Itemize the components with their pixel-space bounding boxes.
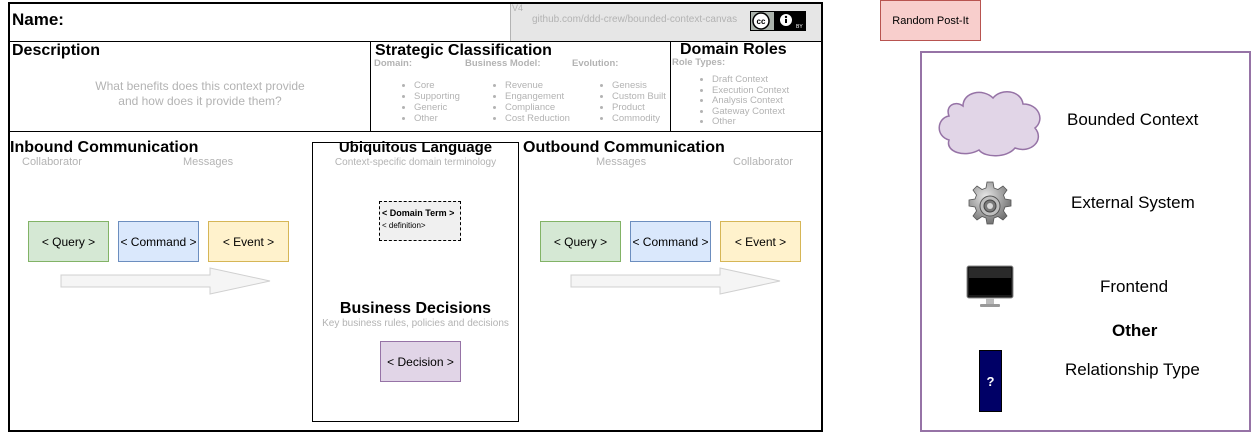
decisions-subtitle: Key business rules, policies and decisio… — [322, 318, 509, 329]
language-title: Ubiquitous Language — [338, 139, 493, 156]
inbound-query-card[interactable]: < Query > — [28, 221, 109, 262]
list-item: Genesis — [612, 80, 666, 91]
random-postit[interactable]: Random Post-It — [880, 0, 981, 41]
divider — [8, 41, 823, 42]
outbound-title: Outbound Communication — [523, 139, 725, 156]
divider — [8, 131, 823, 132]
list-item: Generic — [414, 102, 460, 113]
svg-text:BY: BY — [796, 24, 803, 30]
inbound-title: Inbound Communication — [10, 139, 199, 156]
description-prompt[interactable]: What benefits does this context provide … — [40, 79, 360, 109]
relationship-type-icon[interactable]: ? — [979, 350, 1002, 412]
strategic-title: Strategic Classification — [375, 42, 552, 59]
inbound-event-card[interactable]: < Event > — [208, 221, 289, 262]
list-item: Compliance — [505, 102, 570, 113]
outbound-arrow — [570, 266, 782, 296]
version-label: V4 — [512, 3, 524, 13]
outbound-collaborator-label: Collaborator — [733, 156, 793, 168]
list-item: Core — [414, 80, 460, 91]
business-model-label: Business Model: — [465, 58, 541, 69]
roles-list: Draft Context Execution Context Analysis… — [700, 74, 789, 128]
frontend-label: Frontend — [1100, 277, 1169, 296]
cloud-icon[interactable] — [935, 86, 1047, 158]
outbound-event-card[interactable]: < Event > — [720, 221, 801, 262]
list-item: Revenue — [505, 80, 570, 91]
domain-term: < Domain Term > — [382, 208, 455, 218]
external-system-label: External System — [1071, 193, 1195, 212]
domain-term-card[interactable]: < Domain Term > < definition> — [379, 201, 461, 241]
outbound-command-card[interactable]: < Command > — [630, 221, 711, 262]
list-item: Execution Context — [712, 85, 789, 97]
list-item: Commodity — [612, 113, 666, 124]
language-decisions-panel — [312, 142, 519, 422]
name-label: Name: — [12, 10, 64, 29]
list-item: Draft Context — [712, 74, 789, 86]
decision-card[interactable]: < Decision > — [380, 341, 461, 382]
relationship-type-label: Relationship Type — [1065, 360, 1200, 379]
domain-term-definition: < definition> — [382, 221, 426, 230]
github-link[interactable]: github.com/ddd-crew/bounded-context-canv… — [532, 14, 738, 25]
list-item: Custom Built — [612, 91, 666, 102]
inbound-messages-label: Messages — [183, 156, 234, 168]
outbound-query-card[interactable]: < Query > — [540, 221, 621, 262]
decisions-title: Business Decisions — [339, 300, 492, 317]
description-title: Description — [12, 42, 101, 59]
description-prompt-line2: and how does it provide them? — [118, 94, 282, 108]
list-item: Other — [414, 113, 460, 124]
inbound-collaborator-label: Collaborator — [22, 156, 82, 168]
other-heading: Other — [1112, 321, 1158, 340]
list-item: Product — [612, 102, 666, 113]
business-model-list: Revenue Engangement Compliance Cost Redu… — [493, 80, 570, 124]
divider — [670, 41, 671, 131]
inbound-arrow — [60, 266, 272, 296]
list-item: Analysis Context — [712, 96, 789, 107]
role-types-label: Role Types: — [672, 57, 726, 68]
divider — [370, 41, 371, 131]
monitor-icon[interactable] — [966, 265, 1014, 309]
language-subtitle: Context-specific domain terminology — [334, 157, 497, 168]
outbound-messages-label: Messages — [596, 156, 647, 168]
list-item: Engangement — [505, 91, 570, 102]
gear-icon[interactable] — [964, 180, 1016, 232]
cc-by-icon: cc BY — [750, 11, 806, 31]
domain-list: Core Supporting Generic Other — [402, 80, 460, 124]
inbound-command-card[interactable]: < Command > — [118, 221, 199, 262]
domain-label: Domain: — [374, 58, 412, 69]
description-prompt-line1: What benefits does this context provide — [95, 79, 305, 93]
list-item: Cost Reduction — [505, 113, 570, 124]
bounded-context-label: Bounded Context — [1067, 110, 1199, 129]
svg-text:cc: cc — [757, 17, 766, 26]
evolution-list: Genesis Custom Built Product Commodity — [600, 80, 666, 124]
list-item: Supporting — [414, 91, 460, 102]
roles-title: Domain Roles — [680, 41, 787, 58]
list-item: Other — [712, 117, 789, 128]
list-item: Gateway Context — [712, 106, 789, 118]
evolution-label: Evolution: — [572, 58, 619, 69]
